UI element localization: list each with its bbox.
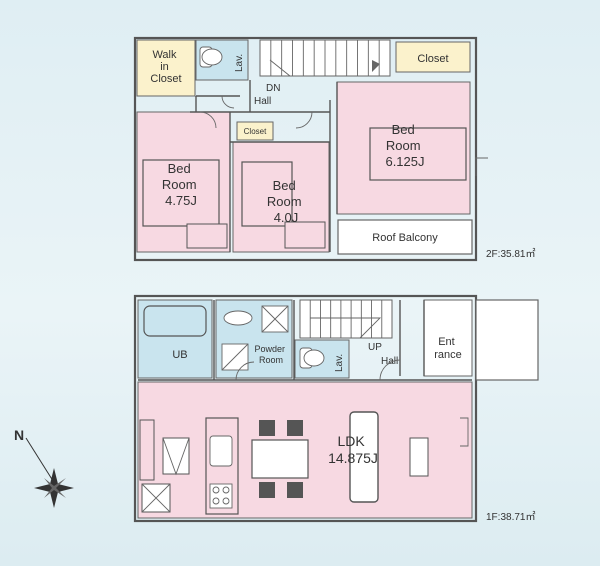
- closet-main: [395, 41, 471, 73]
- compass: N: [14, 427, 74, 508]
- bedroom-b-name-1: Bed: [273, 178, 296, 193]
- roof-balcony: [337, 219, 473, 255]
- bed-c: [369, 127, 467, 181]
- walk-in-closet-label-1: Walk: [152, 49, 177, 61]
- lav-2f-label: Lav.: [234, 54, 245, 72]
- stove: [209, 483, 233, 509]
- chair-2: [287, 420, 303, 436]
- svg-text:LDK 14.875J: LDK 14.875J: [328, 433, 378, 466]
- dining-table: [251, 439, 309, 479]
- bedroom-b-name-2: Room: [267, 194, 302, 209]
- svg-text:Bed Room 4.75J: Bed Room 4.75J: [162, 161, 200, 208]
- hall-2f-label: Hall: [254, 96, 271, 107]
- stairs-2f: [259, 39, 391, 77]
- svg-text:Walk in Closet: Walk in Closet: [150, 49, 181, 85]
- floor-2: Walk in Closet Lav. DN Hall Closet Bed R…: [133, 36, 535, 262]
- tv-board: [409, 437, 429, 477]
- svg-text:Bed Room 4.0J: Bed Room 4.0J: [267, 178, 305, 225]
- walk-in-closet-label-3: Closet: [150, 73, 181, 85]
- up-label: UP: [368, 342, 382, 353]
- chair-3: [259, 482, 275, 498]
- hall-1f-label: Hall: [381, 356, 398, 367]
- walk-in-closet: [136, 39, 196, 97]
- entrance-label-1: Ent: [438, 336, 455, 348]
- powder-room-label-2: Room: [259, 355, 283, 365]
- bedroom-c-name-2: Room: [386, 138, 421, 153]
- entrance-porch: [475, 299, 539, 381]
- bedroom-a-name-2: Room: [162, 177, 197, 192]
- closet-main-label: Closet: [417, 53, 448, 65]
- svg-text:Ent rance: Ent rance: [434, 336, 462, 361]
- fridge: [162, 437, 190, 475]
- kitchen-counter: [139, 419, 155, 481]
- floor-2-outline: [133, 36, 478, 262]
- bed-a: [142, 159, 220, 227]
- floor-1-outline: [133, 294, 478, 523]
- ldk-name: LDK: [337, 433, 365, 449]
- bedroom-c-size: 6.125J: [385, 154, 424, 169]
- roof-balcony-label: Roof Balcony: [372, 232, 438, 244]
- bathtub: [143, 305, 207, 337]
- sink: [209, 435, 233, 467]
- compass-n-label: N: [14, 427, 24, 443]
- toilet-bowl-1f: [303, 349, 325, 367]
- bed-b: [241, 161, 293, 227]
- desk-a: [186, 223, 228, 249]
- ub-label: UB: [172, 349, 187, 361]
- closet-small-label: Closet: [244, 127, 267, 136]
- bedroom-a-name-1: Bed: [168, 161, 191, 176]
- washbasin: [223, 310, 253, 326]
- bedroom-a-size: 4.75J: [165, 193, 197, 208]
- floor-1: UB Powder Room Lav. UP Hall Ent rance: [133, 294, 539, 523]
- entrance-label-2: rance: [434, 349, 462, 361]
- powder-room-label-1: Powder: [254, 344, 285, 354]
- chair-1: [259, 420, 275, 436]
- stairs-1f: [299, 299, 393, 339]
- ldk-size: 14.875J: [328, 450, 378, 466]
- svg-text:Bed Room 6.125J: Bed Room 6.125J: [385, 122, 424, 169]
- closet-small: [236, 121, 274, 141]
- floor-2-area: 2F:35.81㎡: [486, 248, 535, 260]
- sofa: [349, 411, 379, 503]
- toilet-bowl-2f: [201, 48, 223, 66]
- lav-1f-label: Lav.: [334, 354, 345, 372]
- bedroom-c-name-1: Bed: [392, 122, 415, 137]
- floor-1-area: 1F:38.71㎡: [486, 511, 535, 523]
- desk-b: [284, 221, 326, 249]
- bedroom-b-size: 4.0J: [274, 210, 299, 225]
- dn-label: DN: [266, 83, 280, 94]
- walk-in-closet-label-2: in: [160, 61, 169, 73]
- chair-4: [287, 482, 303, 498]
- svg-text:Powder Room: Powder Room: [254, 344, 287, 365]
